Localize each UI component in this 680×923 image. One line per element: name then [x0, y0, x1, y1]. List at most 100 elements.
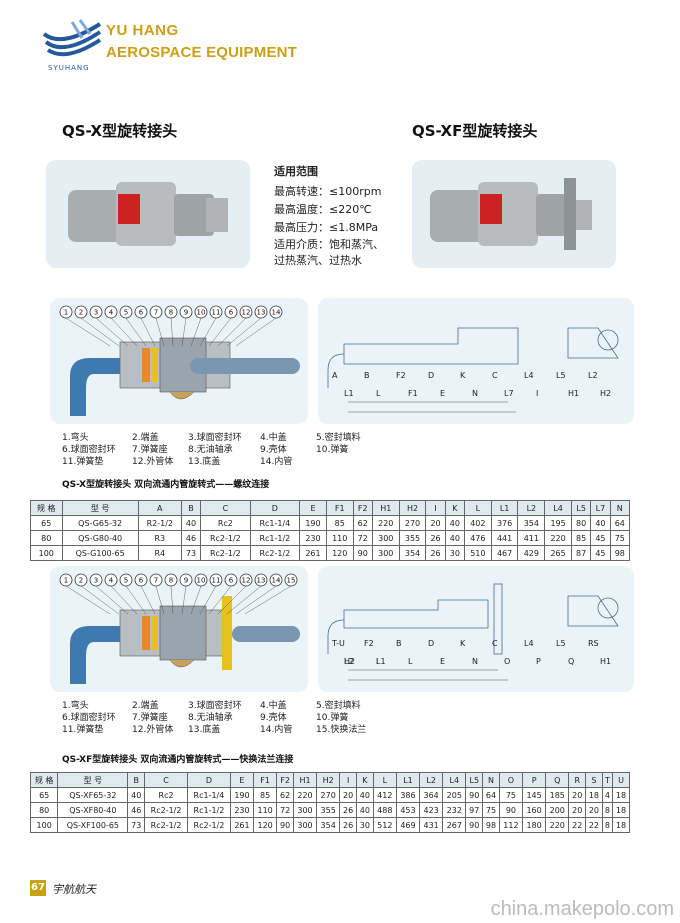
dimension-label: L2: [344, 657, 354, 666]
table-cell: 354: [316, 817, 341, 833]
table-cell: 40: [356, 787, 374, 803]
table-cell: 429: [517, 545, 546, 561]
callout-leader: [190, 585, 202, 615]
table-cell: 185: [545, 787, 570, 803]
table-cell: 85: [325, 515, 354, 531]
table-cell: 190: [299, 515, 327, 531]
brand-name: YU HANG: [106, 22, 179, 39]
table-cell: 354: [517, 515, 546, 531]
callout-number: 7: [154, 577, 158, 585]
callout-number: 2: [79, 309, 83, 317]
table-cell: 62: [276, 787, 294, 803]
table-header-cell: F2: [352, 500, 373, 516]
table-cell: 232: [442, 802, 467, 818]
table-cell: 110: [325, 530, 354, 546]
table-header-cell: O: [498, 772, 524, 788]
table-cell: 64: [482, 787, 500, 803]
table-header-cell: N: [482, 772, 500, 788]
table-header-cell: U: [612, 772, 630, 788]
table-cell: 205: [442, 787, 467, 803]
callout-leader: [170, 585, 174, 615]
callout-number: 14: [272, 309, 281, 317]
table-header-cell: D: [249, 500, 301, 516]
legend-item: 11.弹簧垫: [62, 725, 104, 735]
table-header-cell: L4: [544, 500, 572, 516]
table-cell: 75: [609, 530, 631, 546]
table-cell: 265: [544, 545, 572, 561]
table-cell: 46: [127, 802, 146, 818]
table-cell: 65: [30, 515, 63, 531]
table-cell: Rc2: [200, 515, 251, 531]
table-header-cell: L5: [465, 772, 484, 788]
callout-leader: [140, 317, 156, 347]
dimension-label: L4: [524, 371, 534, 380]
legend-item: 4.中盖: [260, 701, 287, 711]
callout-number: 12: [242, 577, 251, 585]
dimension-label: K: [460, 371, 466, 380]
table-cell: 26: [425, 530, 446, 546]
table-header-cell: N: [609, 500, 631, 516]
legend-item: 3.球面密封环: [188, 701, 242, 711]
table-cell: Rc1-1/2: [249, 530, 301, 546]
table-cell: 190: [229, 787, 255, 803]
legend-item: 8.无油轴承: [188, 713, 233, 723]
table-cell: 85: [570, 530, 592, 546]
callout-leader: [155, 317, 165, 347]
callout-number: 5: [124, 309, 128, 317]
table-cell: 364: [419, 787, 444, 803]
dimension-label: B: [364, 371, 370, 380]
callout-number: 14: [272, 577, 281, 585]
callout-leader: [110, 585, 138, 615]
legend-item: 8.无油轴承: [188, 445, 233, 455]
dimension-label: L5: [556, 639, 566, 648]
dimension-label: T-U: [331, 639, 345, 648]
table-cell: 64: [609, 515, 631, 531]
dimension-label: N: [472, 389, 478, 398]
table-cell: 110: [253, 802, 278, 818]
table-cell: 40: [444, 530, 465, 546]
table-cell: 120: [253, 817, 278, 833]
table-cell: 180: [522, 817, 547, 833]
legend-item: 4.中盖: [260, 433, 287, 443]
callout-number: 6: [139, 309, 144, 317]
dimension-label: O: [504, 657, 510, 666]
table-cell: 20: [339, 787, 357, 803]
legend-item: 11.弹簧垫: [62, 457, 104, 467]
table-cell: 80: [29, 802, 59, 818]
callout-number: 11: [212, 309, 221, 317]
table-cell: 90: [465, 817, 484, 833]
callout-leader: [235, 585, 277, 615]
table-cell: Rc1-1/4: [187, 787, 231, 803]
table-cell: 72: [352, 530, 373, 546]
table-cell: 100: [29, 817, 59, 833]
table-cell: 45: [590, 545, 611, 561]
table-cell: 20: [568, 802, 587, 818]
dimension-label: L: [376, 389, 381, 398]
spec-speed: 最高转速：≤100rpm: [274, 185, 382, 198]
callout-leader: [80, 585, 120, 615]
table-header-cell: K: [356, 772, 374, 788]
dimension-label: E: [440, 657, 445, 666]
table-header-cell: B: [127, 772, 146, 788]
callout-number: 10: [197, 309, 206, 317]
table-cell: 270: [316, 787, 341, 803]
table-caption-qs-xf: QS-XF型旋转接头 双向流通内管旋转式——快换法兰连接: [62, 755, 294, 765]
table-cell: 40: [590, 515, 611, 531]
table-cell: 355: [398, 530, 427, 546]
table-cell: 402: [463, 515, 492, 531]
table-cell: 220: [371, 515, 400, 531]
table-header-cell: L5: [570, 500, 592, 516]
table-cell: 18: [585, 787, 603, 803]
table-header-cell: L7: [590, 500, 611, 516]
table-cell: Rc1-1/2: [187, 802, 231, 818]
callout-number: 7: [154, 309, 158, 317]
callout-leader: [226, 585, 262, 615]
table-cell: 22: [585, 817, 603, 833]
table-header-cell: L2: [517, 500, 546, 516]
table-cell: 40: [444, 515, 465, 531]
